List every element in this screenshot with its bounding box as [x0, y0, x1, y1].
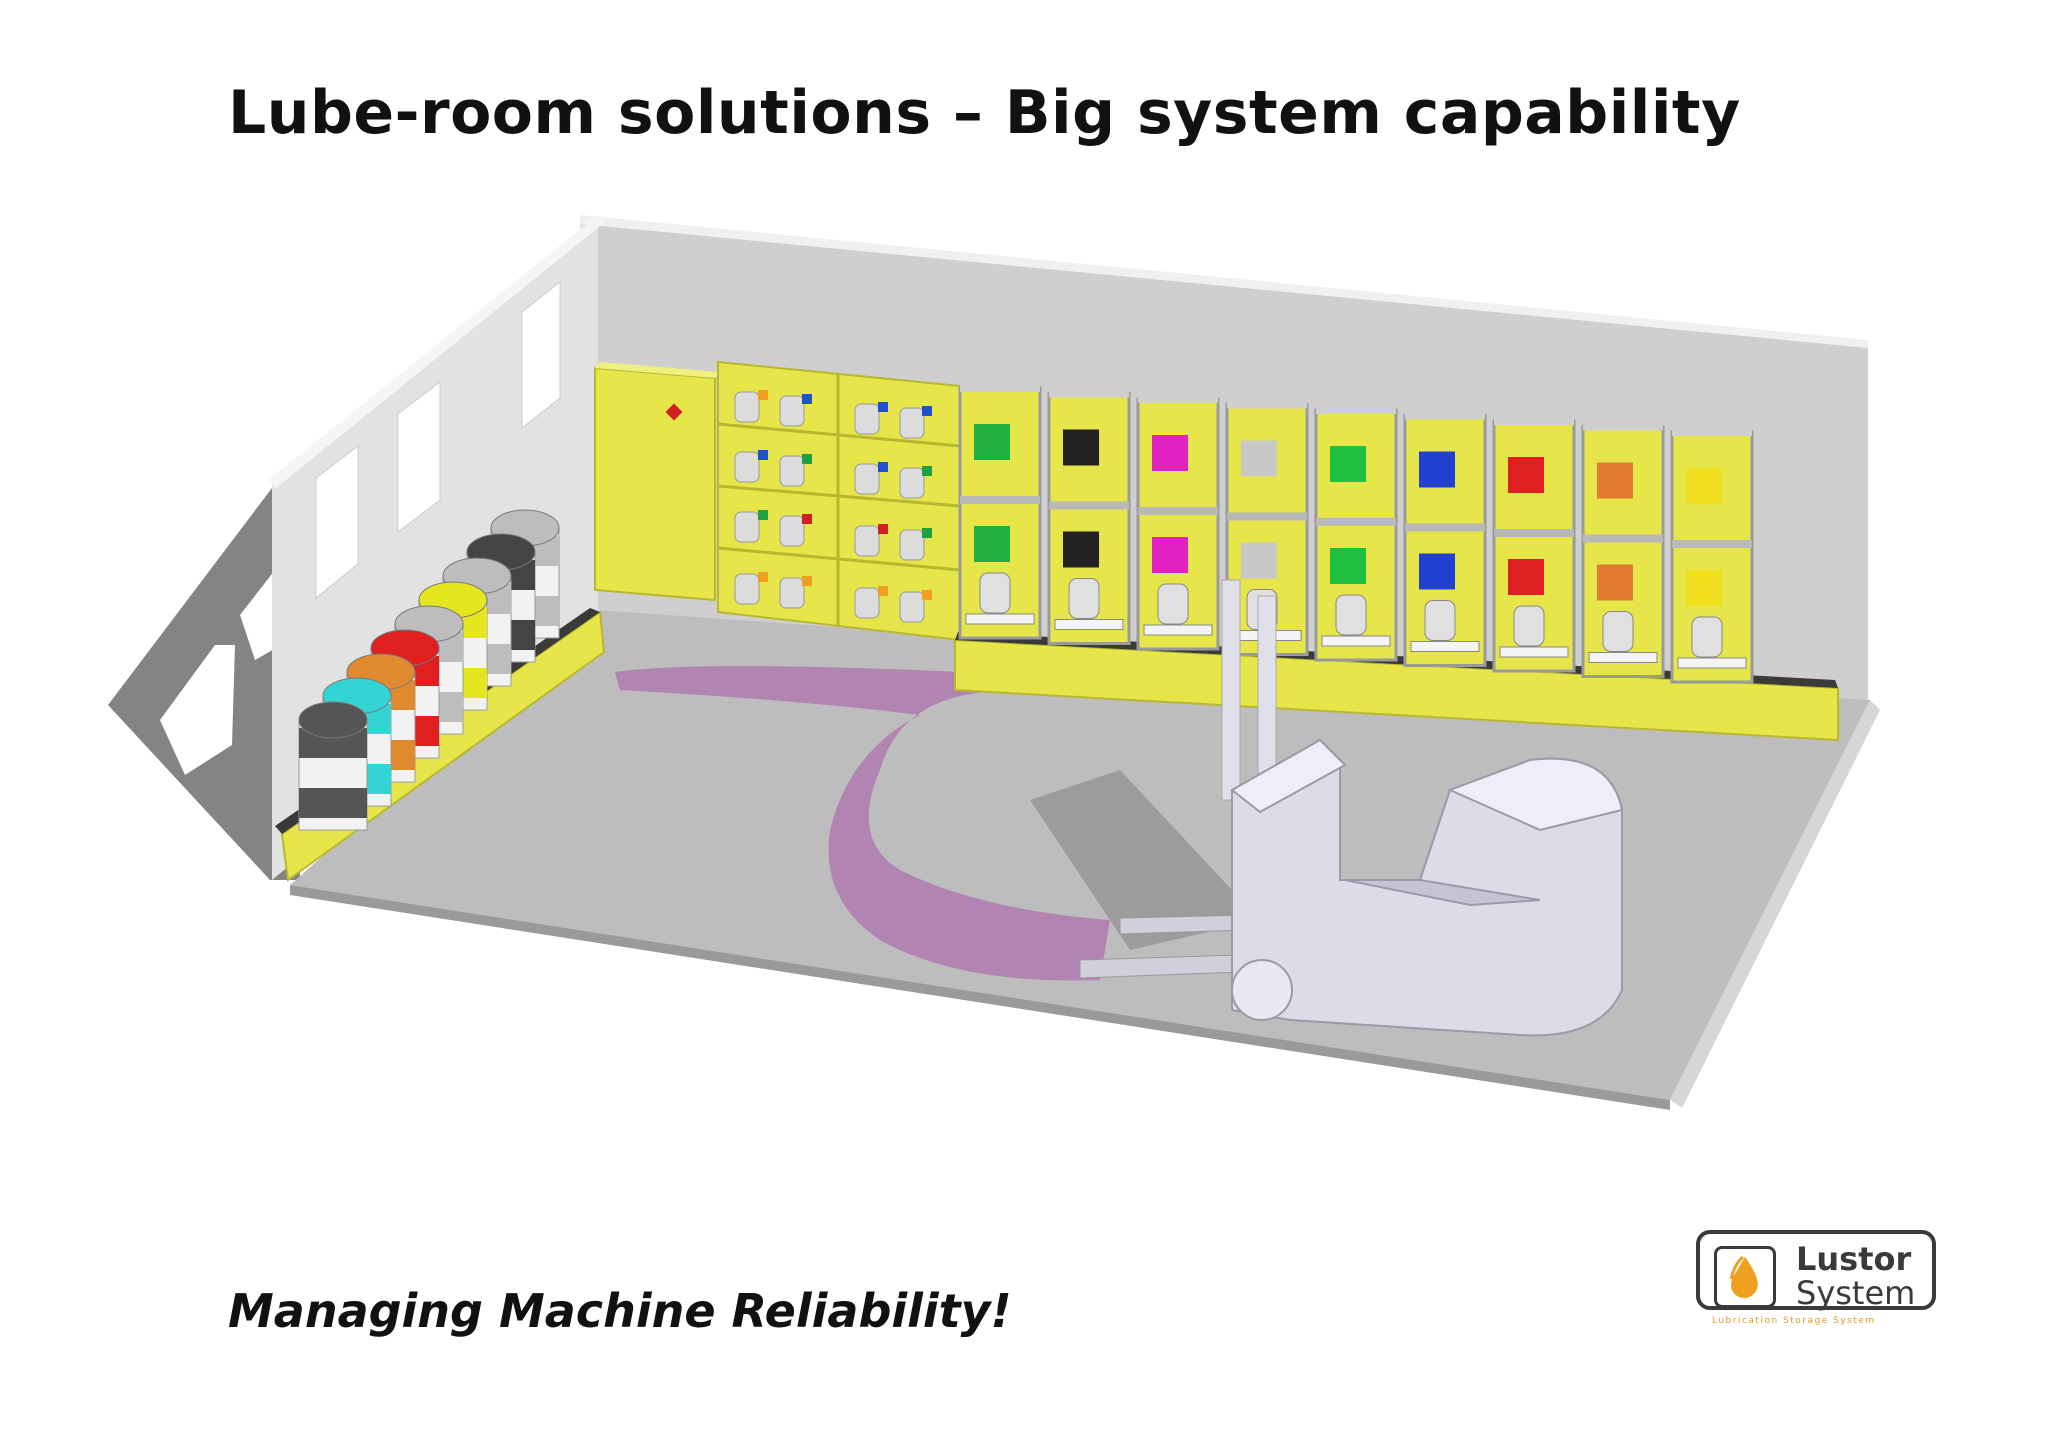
logo-word-lustor: Lustor: [1796, 1240, 1912, 1278]
tagline: Managing Machine Reliability!: [228, 1284, 1012, 1338]
dispensing-station: [1581, 416, 1665, 678]
walkway-path: [615, 666, 1110, 981]
window: [397, 380, 441, 534]
oil-drum: [298, 701, 368, 831]
window: [521, 280, 561, 430]
dispensing-station: [958, 378, 1042, 640]
page-title: Lube-room solutions – Big system capabil…: [228, 78, 1741, 148]
tall-cabinet: [594, 366, 716, 602]
dispensing-station: [1492, 411, 1576, 673]
dispensing-station: [1314, 400, 1398, 662]
forklift-mast: [1221, 579, 1241, 801]
dispensing-station: [1403, 405, 1487, 667]
logo-word-system: System: [1796, 1274, 1916, 1312]
window: [315, 444, 359, 600]
lustor-logo: Lustor System Lubrication Storage System: [1692, 1226, 1948, 1336]
oil-drop-icon: [1714, 1246, 1776, 1308]
dispensing-station: [1670, 422, 1754, 684]
forklift: [1230, 738, 1624, 1037]
logo-subtitle: Lubrication Storage System: [1712, 1316, 1876, 1326]
dispensing-station: [1136, 389, 1220, 651]
dispensing-station: [1047, 383, 1131, 645]
shelving: [717, 360, 961, 642]
logo-frame: Lustor System: [1696, 1230, 1936, 1312]
